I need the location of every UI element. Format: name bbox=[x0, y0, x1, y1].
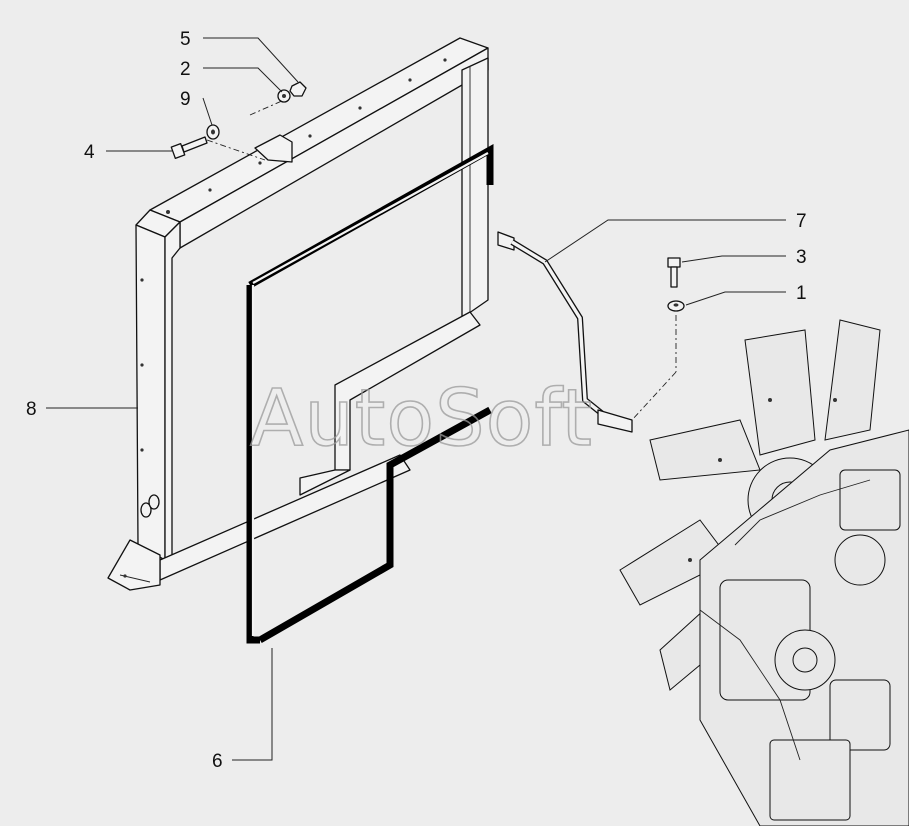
alignment-lines bbox=[206, 99, 677, 421]
engine-assembly bbox=[619, 319, 909, 826]
washer-2 bbox=[277, 89, 291, 103]
callout-8: 8 bbox=[26, 399, 37, 420]
leader-lines bbox=[46, 37, 786, 761]
callout-3: 3 bbox=[796, 247, 807, 268]
callout-6: 6 bbox=[212, 751, 223, 772]
callout-7: 7 bbox=[796, 211, 807, 232]
radiator-frame bbox=[107, 37, 489, 591]
callout-9: 9 bbox=[180, 89, 191, 110]
stay-rod bbox=[497, 231, 633, 433]
bolt-4 bbox=[170, 136, 208, 159]
callout-1: 1 bbox=[796, 283, 807, 304]
callout-2: 2 bbox=[180, 59, 191, 80]
watermark: AutoSoft bbox=[250, 374, 593, 464]
bolt-3 bbox=[667, 257, 681, 288]
washer-1 bbox=[667, 300, 685, 312]
nut-5 bbox=[289, 81, 307, 97]
seal-gasket bbox=[246, 144, 494, 644]
callout-labels: 5 2 9 4 8 6 7 3 1 bbox=[26, 29, 807, 772]
washer-9 bbox=[206, 124, 220, 140]
callout-5: 5 bbox=[180, 29, 191, 50]
callout-4: 4 bbox=[84, 142, 95, 163]
